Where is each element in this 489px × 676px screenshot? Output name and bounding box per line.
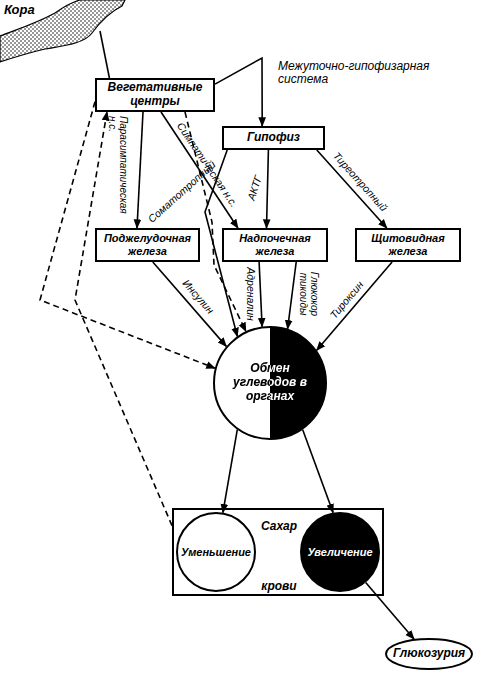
edge-label: Соматотропный bbox=[146, 159, 218, 225]
dashed-connector bbox=[75, 112, 172, 526]
connector bbox=[303, 430, 333, 513]
node-label: Глюкозурия bbox=[393, 647, 465, 661]
node-label: Обмен углеводов в органах bbox=[228, 362, 312, 403]
connector bbox=[259, 262, 262, 327]
circle-outline bbox=[177, 513, 255, 591]
edge-label: АКТГ bbox=[246, 174, 265, 202]
metabolism-circle: Обмен углеводов в органах bbox=[213, 326, 327, 440]
process-box: Гипофиз bbox=[222, 126, 325, 150]
connector bbox=[267, 150, 269, 228]
cortex-region: Кора bbox=[0, 0, 125, 62]
connector bbox=[288, 262, 297, 329]
gland-box: Щитовидная железа bbox=[355, 228, 461, 262]
cortex-outline bbox=[0, 0, 125, 62]
node-label: Щитовидная железа bbox=[359, 232, 457, 257]
edge-label: Парасимпатическая н.с. bbox=[107, 116, 129, 224]
ellipse-outline bbox=[386, 639, 472, 669]
node-label: Сахар крови bbox=[258, 496, 300, 616]
gland-box: Надпочечная железа bbox=[222, 228, 328, 262]
node-label: Надпочечная железа bbox=[226, 232, 324, 257]
connector bbox=[215, 58, 262, 126]
edge-label: Инсулин bbox=[180, 278, 216, 317]
node-label: Кора bbox=[4, 3, 35, 18]
gland-box: Поджелудочная железа bbox=[95, 228, 200, 262]
edge-label: Межуточно-гипофизарная система bbox=[278, 60, 478, 86]
edge-label: Тироксин bbox=[328, 279, 366, 321]
increase-circle: Увеличение bbox=[300, 512, 380, 592]
node-label: Поджелудочная железа bbox=[99, 232, 196, 257]
node-label: Гипофиз bbox=[247, 131, 300, 145]
node-label: Увеличение bbox=[307, 546, 372, 559]
node-label: Вегетативные центры bbox=[99, 81, 211, 109]
circle-outline bbox=[214, 327, 326, 439]
node-label: Уменьшение bbox=[181, 546, 251, 559]
connector bbox=[100, 31, 109, 78]
decrease-circle: Уменьшение bbox=[176, 512, 256, 592]
connector bbox=[317, 150, 387, 228]
process-box: Вегетативные центры bbox=[95, 78, 215, 112]
connector bbox=[153, 262, 227, 346]
result-ellipse: Глюкозурия bbox=[385, 638, 473, 670]
edge-label: Глюкокортикоиды bbox=[298, 269, 320, 319]
circle-outline bbox=[301, 513, 379, 591]
blood-sugar-box: Сахар кровиУменьшениеУвеличение bbox=[172, 508, 384, 596]
connector bbox=[223, 430, 237, 513]
connector bbox=[317, 262, 392, 350]
connector bbox=[137, 112, 143, 228]
edge-label: Адреналин bbox=[244, 267, 256, 321]
edge-label: Тиреотропный bbox=[331, 150, 390, 213]
